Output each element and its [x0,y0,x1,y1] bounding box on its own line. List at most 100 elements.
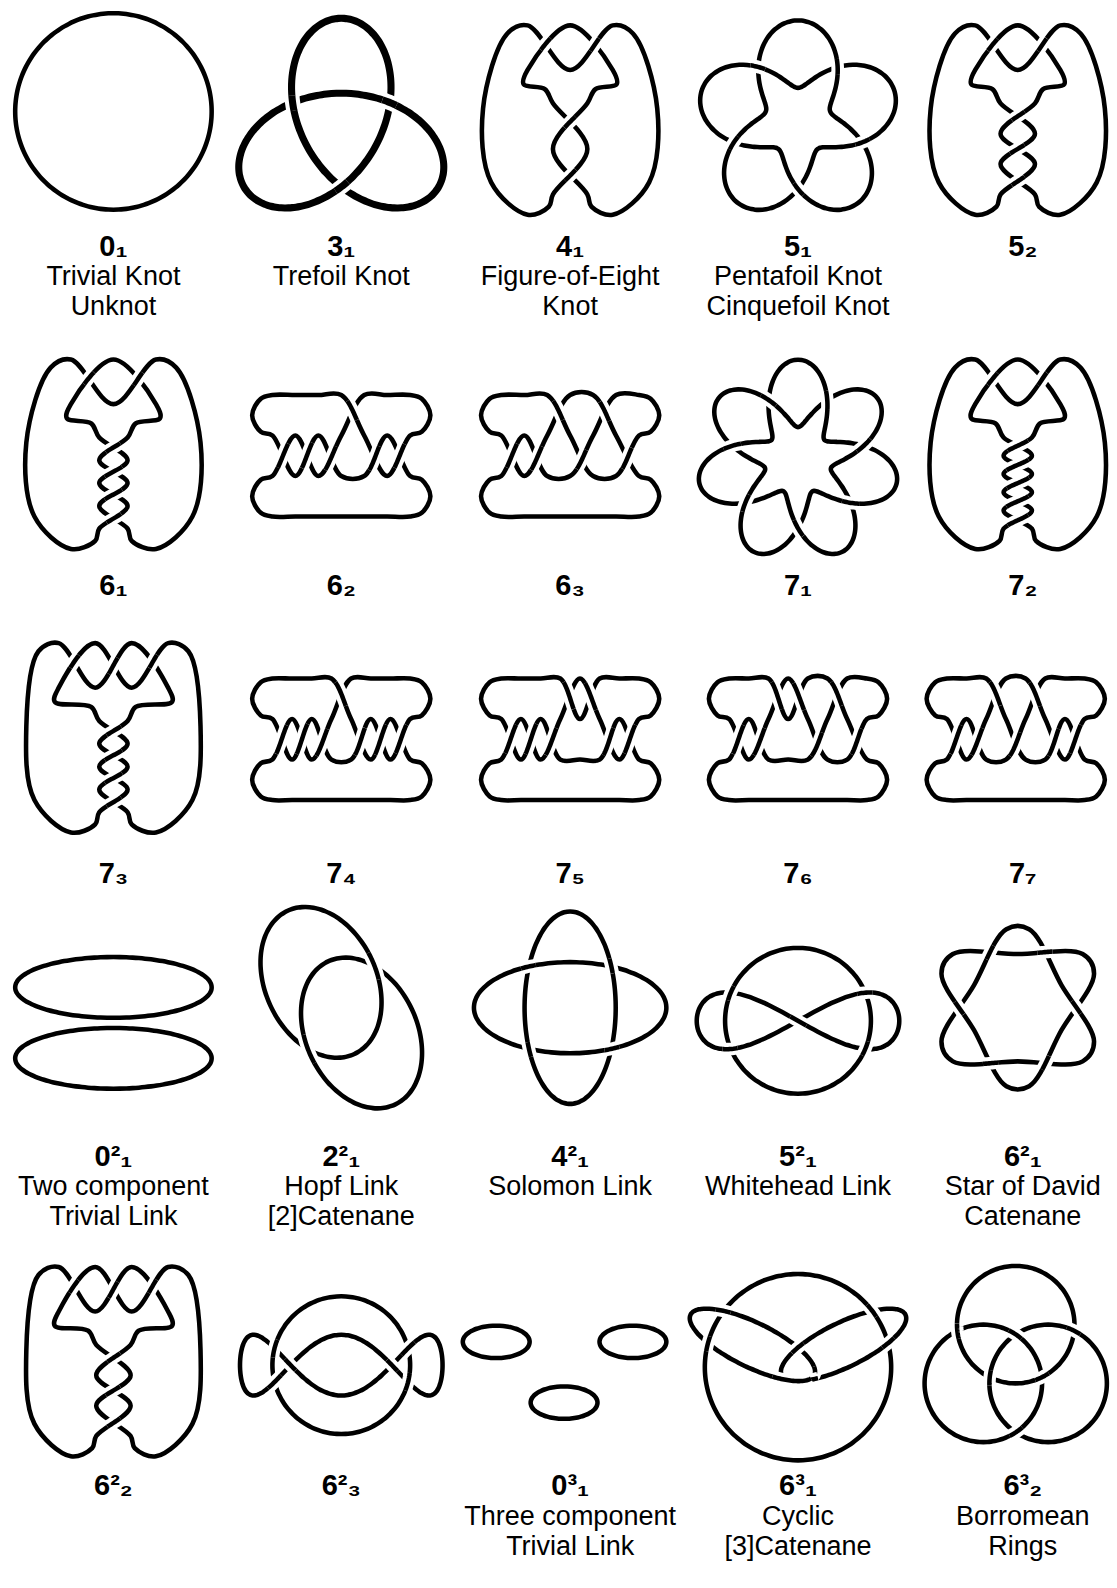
crossing-gap [989,1370,990,1385]
knot-diagram [690,1274,906,1460]
knot-crossing [528,1042,531,1057]
crossing-gap [972,728,983,755]
crossing-over-strand [107,1418,120,1426]
crossing-gap [526,724,537,754]
crossing-gap [70,1280,79,1292]
knot-crossing [149,655,157,668]
crossing-gap [730,137,738,150]
knot-number: 7₃ [43,858,183,888]
knot-crossing [292,96,294,111]
crossing-over-strand [382,100,396,106]
crossing-gap [70,655,79,667]
crossing-gap [149,1280,157,1293]
knot-crossing [1007,460,1029,471]
crossing-gap [84,372,94,384]
knot-diagram [240,1296,443,1434]
crossing-gap [724,444,741,449]
knot-number: 4₁ [500,231,640,261]
knot-crossing [951,725,962,753]
crossing-gap [325,446,336,469]
crossing-over-strand [1010,732,1021,755]
knot-crossing [405,1373,409,1391]
knot-crossing [526,724,537,754]
crossing-gap [733,725,744,753]
knot-crossing [107,797,121,806]
knot-crossing [811,733,822,756]
crossing-gap [292,96,294,111]
crossing-gap [382,100,396,106]
crossing-gap [347,401,357,420]
knot-crossing [728,986,734,1000]
knot-name: Figure-of-Eight Knot [465,261,675,321]
knot-crossing [972,728,983,755]
crossing-over-strand [792,1343,804,1353]
crossing-over-strand [1038,38,1047,51]
knot-crossing [988,373,998,385]
crossing-gap [105,467,122,477]
knot-name: Cyclic [3]Catenane [703,1501,893,1561]
knot-number: 7₇ [953,858,1093,888]
knot-diagram [709,676,887,801]
crossing-over-strand [70,655,79,667]
knot-strand [927,676,1105,801]
crossing-over-strand [603,728,613,755]
knot-crossing [335,682,345,706]
knot-crossing [134,373,143,386]
crossing-gap [625,725,636,753]
knot-crossing [505,725,516,753]
knot-crossing [149,1280,157,1293]
knot-diagram [481,392,659,517]
crossing-over-strand [842,501,860,504]
crossing-gap [394,444,404,468]
crossing-over-strand [1008,441,1028,451]
knot-number: 7₁ [728,570,868,600]
knot-crossing [772,1377,811,1382]
crossing-gap [716,1309,731,1312]
knot-crossing [84,372,94,384]
crossing-gap [754,728,765,755]
crossing-over-strand [268,1375,281,1388]
knot-number: 6²₃ [271,1470,411,1500]
crossing-over-strand [733,725,744,753]
knot-crossing [790,1017,806,1026]
crossing-gap [882,1338,894,1348]
knot-number: 7₂ [953,570,1093,600]
crossing-gap [794,183,804,195]
crossing-over-strand [855,139,869,144]
knot-diagram [930,25,1106,215]
crossing-over-strand [590,38,599,51]
knot-crossing [730,137,738,150]
knot-strand [697,992,900,1049]
knot-crossing [857,992,872,993]
knot-strand [930,25,1106,215]
crossing-over-strand [834,59,840,74]
crossing-gap [134,373,143,386]
crossing-gap [990,682,1001,705]
crossing-gap [750,65,765,69]
knot-crossing [1067,1328,1081,1335]
crossing-over-strand [600,402,609,421]
knot-crossing [105,773,122,783]
crossing-over-strand [750,65,765,69]
crossing-over-strand [105,490,122,500]
knot-number: 0²₁ [43,1141,183,1171]
knot-diagram [699,360,897,554]
crossing-gap [772,1377,811,1382]
crossing-over-strand [526,724,537,754]
knot-diagram [697,948,900,1094]
knot-crossing [553,401,563,420]
crossing-over-strand [585,683,596,710]
knot-strand [481,392,659,517]
knot-strand [301,958,422,1109]
crossing-gap [1010,145,1024,154]
knot-diagram [252,393,430,517]
knot-number: 0₁ [43,231,183,261]
knot-crossing [297,724,308,754]
crossing-gap [1049,729,1059,756]
crossing-gap [1072,1001,1081,1013]
knot-number: 0³₁ [500,1470,640,1500]
crossing-gap [1007,478,1029,489]
knot-crossing [622,448,631,469]
crossing-over-strand [505,725,516,753]
crossing-gap [387,1360,398,1371]
